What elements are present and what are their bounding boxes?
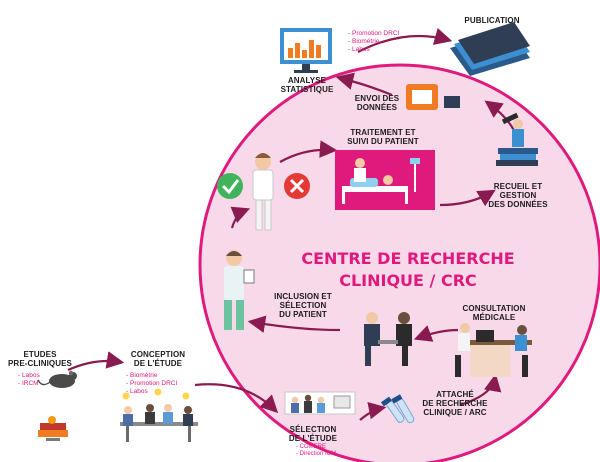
analyse-item: Biométrie xyxy=(348,38,399,46)
patient-meeting-icon xyxy=(364,312,412,366)
arrow-inclusion-to-nurse xyxy=(230,206,251,229)
arrow-etudes-to-conception xyxy=(67,351,125,372)
selection-etude-items: COMERE Direction ICM xyxy=(296,444,336,458)
publication-label: PUBLICATION xyxy=(464,16,520,25)
consultation-label: CONSULTATION MÉDICALE xyxy=(462,304,526,322)
arrow-traitement-to-recueil xyxy=(439,189,496,207)
doctor-consultation-icon xyxy=(455,323,532,377)
recueil-label: RECUEIL ET GESTION DES DONNÉES xyxy=(488,182,548,209)
meeting-team-icon xyxy=(120,388,198,442)
books-icon xyxy=(38,416,68,441)
nurse-icon xyxy=(252,153,274,231)
selection-etude-label: SÉLECTION DE L'ÉTUDE xyxy=(288,425,338,443)
envoi-label: ENVOI DES DONNÉES xyxy=(354,94,400,112)
conception-item: Biométrie xyxy=(126,372,177,380)
crc-title: CENTRE DE RECHERCHE CLINIQUE / CRC xyxy=(301,249,515,290)
conception-label: CONCEPTION DE L'ÉTUDE xyxy=(130,350,186,368)
researcher-telescope-icon xyxy=(496,112,538,166)
stats-monitor-icon xyxy=(280,28,332,73)
etudes-item: Labos xyxy=(18,372,40,380)
etudes-items: Labos IRCM xyxy=(18,372,40,388)
attache-label: ATTACHÉ DE RECHERCHE CLINIQUE / ARC xyxy=(422,390,488,417)
arrow-consultation-to-patient xyxy=(413,325,459,342)
presentation-team-icon xyxy=(284,391,356,415)
mouse-icon xyxy=(37,370,77,388)
arrow-envoi-to-analyse xyxy=(335,72,393,97)
arrow-conception-to-selection xyxy=(194,383,279,414)
conception-item: Promotion DRCI xyxy=(126,380,177,388)
selection-etude-item: Direction ICM xyxy=(296,451,336,458)
analyse-label: ANALYSE STATISTIQUE xyxy=(280,76,334,94)
arrow-nurse-to-traitement xyxy=(279,140,338,163)
check-icon xyxy=(217,173,243,199)
test-tubes-icon xyxy=(380,394,415,424)
doctor-clipboard-icon xyxy=(224,250,255,330)
hospital-bed-icon xyxy=(335,150,435,210)
analyse-item: Promotion DRCI xyxy=(348,30,399,38)
conception-items: Biométrie Promotion DRCI Labos xyxy=(126,372,177,396)
arrow-selection-to-attache xyxy=(359,401,387,421)
inclusion-label: INCLUSION ET SÉLECTION DU PATIENT xyxy=(274,292,332,319)
selection-etude-item: COMERE xyxy=(296,444,336,451)
analyse-items: Promotion DRCI Biométrie Labos xyxy=(348,30,399,54)
arrow-attache-to-consultation xyxy=(459,373,502,407)
conception-item: Labos xyxy=(126,388,177,396)
cross-icon xyxy=(284,173,310,199)
hard-drive-icon xyxy=(406,84,460,110)
etudes-label: ETUDES PRE-CLINIQUES xyxy=(8,350,72,368)
etudes-item: IRCM xyxy=(18,380,40,388)
analyse-item: Labos xyxy=(348,46,399,54)
arrow-patient-to-inclusion xyxy=(247,315,341,333)
traitement-label: TRAITEMENT ET SUIVI DU PATIENT xyxy=(347,128,419,146)
publication-papers-icon xyxy=(450,22,530,76)
